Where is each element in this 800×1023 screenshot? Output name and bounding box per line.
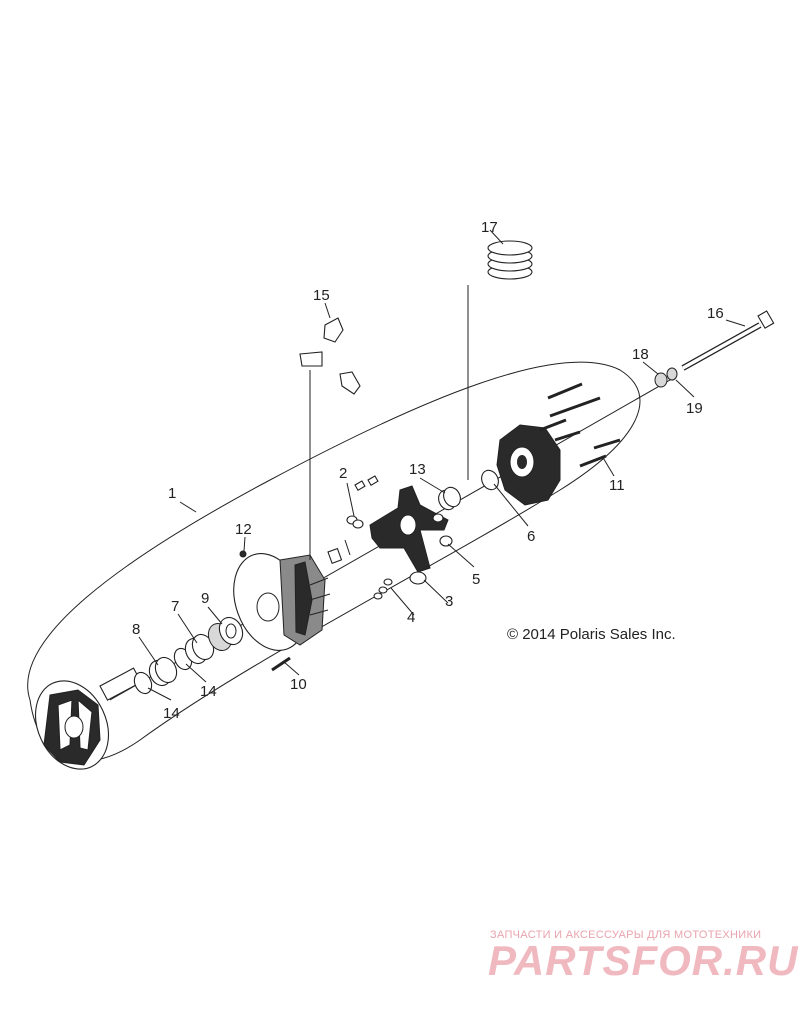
callout-6: 6 (527, 528, 535, 545)
washer-19 (666, 367, 678, 381)
set-screw-12 (239, 550, 247, 558)
moveable-sheave (233, 553, 331, 651)
callout-9: 9 (201, 590, 209, 607)
callout-11: 11 (609, 477, 625, 494)
washer-5 (432, 513, 453, 547)
assembly-outline (27, 361, 641, 762)
callout-8: 8 (132, 621, 140, 638)
ring-13 (438, 486, 461, 511)
weight-3 (409, 571, 427, 585)
cover (496, 424, 561, 506)
nut-18 (654, 372, 668, 388)
watermark-tagline: ЗАПЧАСТИ И АКСЕССУАРЫ ДЛЯ МОТОТЕХНИКИ (490, 929, 762, 941)
callout-10: 10 (290, 676, 307, 693)
callout-14b: 14 (163, 705, 180, 722)
callout-15: 15 (313, 287, 330, 304)
callout-17: 17 (481, 219, 498, 236)
bolts-11 (539, 382, 621, 468)
callout-2: 2 (339, 465, 347, 482)
callout-7: 7 (171, 598, 179, 615)
callout-labels: 1 2 3 4 5 6 7 8 9 10 11 12 13 14 14 15 1… (132, 219, 724, 722)
rollers-2 (327, 475, 379, 564)
callout-16: 16 (707, 305, 724, 322)
callout-5: 5 (472, 571, 480, 588)
leader-lines (138, 229, 746, 701)
washer-14a (133, 671, 153, 695)
callout-13: 13 (409, 461, 426, 478)
callout-3: 3 (445, 593, 453, 610)
spacer-8 (148, 656, 178, 687)
fixed-sheave (35, 667, 142, 770)
callout-1: 1 (168, 485, 176, 502)
callout-4: 4 (407, 609, 415, 626)
buttons-4 (373, 578, 393, 600)
pin-10 (271, 656, 291, 672)
spring-17 (467, 240, 533, 480)
callout-14a: 14 (200, 683, 217, 700)
callout-12: 12 (235, 521, 252, 538)
watermark-logo: PARTSFOR.RU (488, 937, 799, 984)
bushing-9 (207, 616, 244, 652)
callout-19: 19 (686, 400, 703, 417)
clips-15 (299, 317, 361, 560)
copyright-notice: © 2014 Polaris Sales Inc. (507, 626, 676, 643)
spider (369, 485, 449, 573)
bolt-16 (681, 310, 775, 371)
callout-18: 18 (632, 346, 649, 363)
